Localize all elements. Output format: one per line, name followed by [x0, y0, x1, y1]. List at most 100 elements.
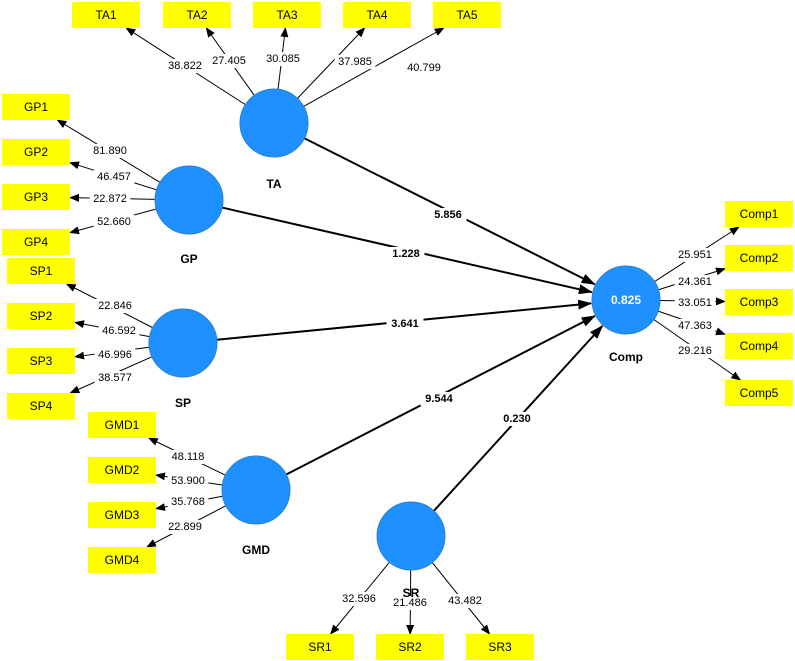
indicator-label: Comp4: [740, 339, 779, 353]
indicator-comp1[interactable]: Comp1: [725, 201, 793, 227]
svg-text:9.544: 9.544: [425, 393, 453, 405]
loading-value-gp2: 46.457: [93, 170, 135, 184]
indicator-label: SP1: [30, 264, 53, 278]
indicator-sr2[interactable]: SR2: [376, 634, 444, 660]
latent-gp[interactable]: [154, 165, 224, 235]
loading-value-comp2: 24.361: [674, 275, 716, 289]
loading-value-sp1: 22.846: [94, 299, 136, 313]
latent-circle[interactable]: [148, 308, 218, 378]
indicator-sp1[interactable]: SP1: [7, 258, 75, 284]
loading-value-comp4: 47.363: [674, 319, 716, 333]
indicator-sr1[interactable]: SR1: [286, 634, 354, 660]
indicator-label: GP1: [24, 100, 48, 114]
svg-text:48.118: 48.118: [172, 451, 205, 463]
latent-gmd[interactable]: [221, 455, 291, 525]
loading-arrow-ta4: [297, 27, 366, 99]
indicator-gmd3[interactable]: GMD3: [88, 502, 156, 528]
indicator-ta4[interactable]: TA4: [343, 2, 411, 28]
latent-label-gp: GP: [180, 252, 197, 266]
svg-text:22.846: 22.846: [98, 300, 132, 312]
indicator-sr3[interactable]: SR3: [466, 634, 534, 660]
svg-text:47.363: 47.363: [678, 320, 712, 332]
loading-value-sr1: 32.596: [338, 592, 380, 606]
indicator-label: GMD4: [105, 553, 140, 567]
indicator-label: Comp5: [740, 386, 779, 400]
svg-text:35.768: 35.768: [171, 496, 205, 508]
loading-value-ta2: 27.405: [208, 54, 250, 68]
latent-label-ta: TA: [266, 177, 281, 191]
loading-value-sp4: 38.577: [94, 371, 136, 385]
svg-text:38.577: 38.577: [98, 372, 132, 384]
loading-value-gmd4: 22.899: [164, 520, 206, 534]
svg-text:24.361: 24.361: [678, 276, 712, 288]
indicator-gp3[interactable]: GP3: [2, 184, 70, 210]
latent-circle[interactable]: [239, 88, 309, 158]
loading-value-ta4: 37.985: [334, 55, 376, 69]
svg-text:40.799: 40.799: [407, 62, 441, 74]
svg-text:53.900: 53.900: [171, 475, 205, 487]
loading-value-comp5: 29.216: [674, 344, 716, 358]
indicator-label: SP2: [30, 309, 53, 323]
latent-comp[interactable]: 0.825: [591, 265, 661, 335]
latent-ta[interactable]: [239, 88, 309, 158]
loading-value-gmd1: 48.118: [167, 450, 209, 464]
indicator-label: TA2: [186, 8, 207, 22]
indicator-label: GP3: [24, 190, 48, 204]
indicator-sp3[interactable]: SP3: [7, 348, 75, 374]
loading-value-comp1: 25.951: [674, 248, 716, 262]
latent-label-comp: Comp: [609, 350, 643, 364]
indicator-gp2[interactable]: GP2: [2, 139, 70, 165]
indicator-comp3[interactable]: Comp3: [725, 289, 793, 315]
svg-text:21.486: 21.486: [393, 597, 427, 609]
indicator-label: TA4: [366, 8, 387, 22]
indicator-ta5[interactable]: TA5: [433, 2, 501, 28]
svg-text:27.405: 27.405: [212, 55, 246, 67]
indicator-comp2[interactable]: Comp2: [725, 245, 793, 271]
latent-sp[interactable]: [148, 308, 218, 378]
svg-text:37.985: 37.985: [338, 56, 372, 68]
latent-circle[interactable]: [591, 265, 661, 335]
svg-text:46.996: 46.996: [98, 349, 132, 361]
latent-circle[interactable]: [154, 165, 224, 235]
indicator-ta3[interactable]: TA3: [253, 2, 321, 28]
indicator-label: TA5: [456, 8, 477, 22]
indicator-sp2[interactable]: SP2: [7, 303, 75, 329]
svg-text:46.457: 46.457: [97, 171, 131, 183]
indicator-gp1[interactable]: GP1: [2, 94, 70, 120]
latent-label-sp: SP: [175, 396, 191, 410]
svg-text:22.899: 22.899: [168, 521, 202, 533]
indicator-gmd1[interactable]: GMD1: [88, 412, 156, 438]
latent-circle[interactable]: [376, 501, 446, 571]
indicator-label: Comp3: [740, 295, 779, 309]
indicator-comp5[interactable]: Comp5: [725, 380, 793, 406]
latent-sr[interactable]: [376, 501, 446, 571]
indicator-label: Comp2: [740, 251, 779, 265]
indicator-label: TA1: [95, 8, 116, 22]
loading-value-gp1: 81.890: [89, 144, 131, 158]
loading-value-gp4: 52.660: [93, 215, 135, 229]
path-coefficient-gmd: 9.544: [420, 392, 458, 406]
svg-text:33.051: 33.051: [678, 297, 712, 309]
latent-circle[interactable]: [221, 455, 291, 525]
indicator-label: GMD3: [105, 508, 140, 522]
indicator-ta2[interactable]: TA2: [163, 2, 231, 28]
indicator-sp4[interactable]: SP4: [7, 393, 75, 419]
indicator-gmd2[interactable]: GMD2: [88, 457, 156, 483]
indicator-comp4[interactable]: Comp4: [725, 333, 793, 359]
indicator-gp4[interactable]: GP4: [2, 229, 70, 255]
indicator-gmd4[interactable]: GMD4: [88, 547, 156, 573]
latent-label-sr: SR: [403, 586, 420, 600]
indicator-label: SR3: [488, 640, 512, 654]
indicator-ta1[interactable]: TA1: [72, 2, 140, 28]
path-coefficient-ta: 5.856: [429, 208, 467, 222]
svg-text:43.482: 43.482: [448, 595, 482, 607]
loading-value-comp3: 33.051: [674, 296, 716, 310]
svg-text:22.872: 22.872: [93, 193, 127, 205]
indicator-label: GMD2: [105, 463, 140, 477]
svg-text:81.890: 81.890: [93, 145, 127, 157]
loading-value-sr3: 43.482: [444, 594, 486, 608]
latent-label-gmd: GMD: [242, 543, 270, 557]
svg-text:0.230: 0.230: [503, 413, 531, 425]
svg-text:32.596: 32.596: [342, 593, 376, 605]
